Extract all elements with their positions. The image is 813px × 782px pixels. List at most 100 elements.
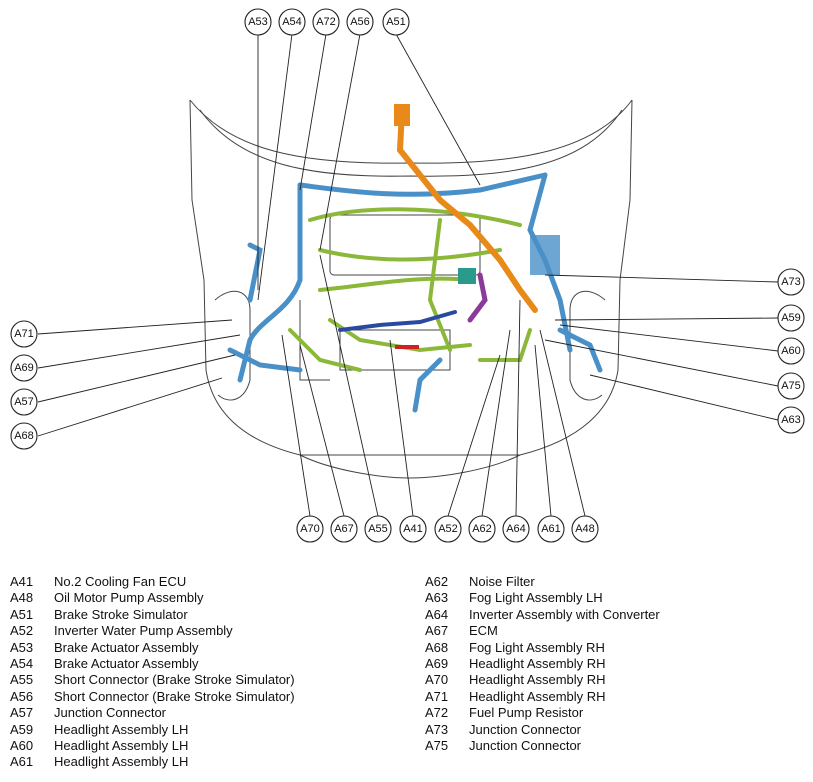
callout-a75: A75 — [777, 372, 805, 400]
legend-name: Short Connector (Brake Stroke Simulator) — [54, 688, 295, 704]
legend-code: A69 — [425, 656, 449, 672]
legend-name: Brake Actuator Assembly — [54, 656, 199, 672]
callout-label: A75 — [781, 380, 801, 392]
legend-code: A60 — [10, 738, 34, 754]
legend-name: Fog Light Assembly RH — [469, 639, 605, 655]
wire-harness-navy — [338, 310, 457, 332]
legend-code: A73 — [425, 721, 449, 737]
callout-label: A48 — [575, 523, 595, 535]
callout-label: A62 — [472, 523, 492, 535]
legend-name: ECM — [469, 623, 498, 639]
legend-code: A51 — [10, 606, 34, 622]
legend-name: Headlight Assembly LH — [54, 721, 189, 737]
legend-name: Headlight Assembly LH — [54, 738, 189, 754]
callout-a62: A62 — [468, 515, 496, 543]
callout-label: A60 — [781, 345, 801, 357]
callout-label: A55 — [368, 523, 388, 535]
callout-a61: A61 — [537, 515, 565, 543]
callout-label: A70 — [300, 523, 320, 535]
legend-name: Inverter Water Pump Assembly — [54, 623, 233, 639]
inverter-block — [530, 235, 560, 275]
legend-row: A55 Short Connector (Brake Stroke Simulat… — [10, 672, 295, 688]
harness-orange-connector — [394, 104, 410, 126]
callout-label: A52 — [438, 523, 458, 535]
callout-circle — [278, 8, 306, 36]
callout-circle — [777, 337, 805, 365]
legend-name: Short Connector (Brake Stroke Simulator) — [54, 672, 295, 688]
callout-label: A64 — [506, 523, 526, 535]
callout-circle — [364, 515, 392, 543]
legend-name: Junction Connector — [469, 738, 582, 754]
callout-a60: A60 — [777, 337, 805, 365]
legend-row: A54 Brake Actuator Assembly — [10, 656, 295, 672]
callout-label: A61 — [541, 523, 561, 535]
legend-row: A56 Short Connector (Brake Stroke Simulat… — [10, 689, 295, 705]
legend-code: A61 — [10, 754, 34, 770]
callout-label: A67 — [334, 523, 354, 535]
legend-name: Inverter Assembly with Converter — [469, 606, 660, 622]
callout-label: A51 — [386, 16, 406, 28]
legend-code: A48 — [10, 590, 34, 606]
wire-harness-green — [288, 207, 532, 372]
callout-circle — [10, 422, 38, 450]
wire-harness-purple — [467, 272, 488, 323]
legend-code: A64 — [425, 606, 449, 622]
legend-code: A71 — [425, 688, 449, 704]
legend-row: A51 Brake Stroke Simulator — [10, 607, 295, 623]
legend-name: Oil Motor Pump Assembly — [54, 590, 204, 606]
legend-name: Fuel Pump Resistor — [469, 705, 584, 721]
callout-label: A56 — [350, 16, 370, 28]
callout-a70: A70 — [296, 515, 324, 543]
legend-code: A57 — [10, 705, 34, 721]
callout-a71: A71 — [10, 320, 38, 348]
callout-label: A71 — [14, 328, 34, 340]
callout-circle — [10, 354, 38, 382]
legend-name: Brake Stroke Simulator — [54, 606, 188, 622]
callout-label: A41 — [403, 523, 423, 535]
callout-circle — [244, 8, 272, 36]
red-connector — [395, 345, 419, 349]
legend-code: A75 — [425, 738, 449, 754]
callout-circle — [346, 8, 374, 36]
callout-label: A59 — [781, 312, 801, 324]
callout-circle — [10, 388, 38, 416]
legend-code: A53 — [10, 639, 34, 655]
callout-a53: A53 — [244, 8, 272, 36]
legend-code: A62 — [425, 574, 449, 589]
callout-circle — [571, 515, 599, 543]
legend-code: A54 — [10, 656, 34, 672]
callout-circle — [777, 304, 805, 332]
harness-teal-block — [458, 268, 476, 284]
legend-code: A55 — [10, 672, 34, 688]
callout-label: A57 — [14, 396, 34, 408]
callout-a56: A56 — [346, 8, 374, 36]
callout-circle — [434, 515, 462, 543]
legend-name: No.2 Cooling Fan ECU — [54, 574, 187, 589]
callout-a41: A41 — [399, 515, 427, 543]
callout-a73: A73 — [777, 268, 805, 296]
callout-a68: A68 — [10, 422, 38, 450]
callout-a59: A59 — [777, 304, 805, 332]
callout-circle — [777, 372, 805, 400]
callout-a52: A52 — [434, 515, 462, 543]
callout-circle — [537, 515, 565, 543]
legend-name: Fog Light Assembly LH — [469, 590, 603, 606]
callout-label: A63 — [781, 414, 801, 426]
legend-code: A56 — [10, 688, 34, 704]
callout-label: A53 — [248, 16, 268, 28]
callout-a67: A67 — [330, 515, 358, 543]
legend-row: A52 Inverter Water Pump Assembly — [10, 623, 295, 639]
legend-code: A52 — [10, 623, 34, 639]
